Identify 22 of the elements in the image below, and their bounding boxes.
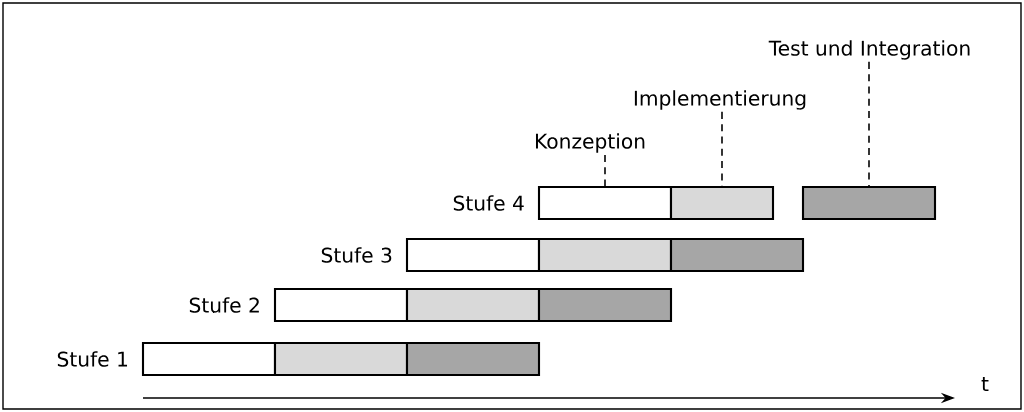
phase-bar — [273, 287, 409, 323]
phase-bar — [669, 185, 775, 221]
phase-label: Test und Integration — [768, 40, 970, 60]
phase-bar — [801, 185, 937, 221]
phase-bar — [405, 341, 541, 377]
leader-line — [868, 61, 870, 187]
phase-bar — [405, 237, 541, 273]
phase-label: Implementierung — [634, 90, 806, 110]
phase-bar — [537, 237, 673, 273]
phase-label: Konzeption — [536, 133, 645, 153]
leader-line — [604, 154, 606, 187]
phase-bar — [537, 287, 673, 323]
stage-label: Stufe 4 — [453, 195, 524, 211]
phase-bar — [273, 341, 409, 377]
phase-bar — [141, 341, 277, 377]
phase-bar — [537, 185, 673, 221]
stage-label: Stufe 1 — [57, 351, 127, 367]
axis-label: t — [981, 376, 989, 392]
stage-label: Stufe 2 — [189, 297, 259, 313]
stage-label: Stufe 3 — [321, 247, 392, 263]
phase-bar — [669, 237, 805, 273]
phase-bar — [405, 287, 541, 323]
